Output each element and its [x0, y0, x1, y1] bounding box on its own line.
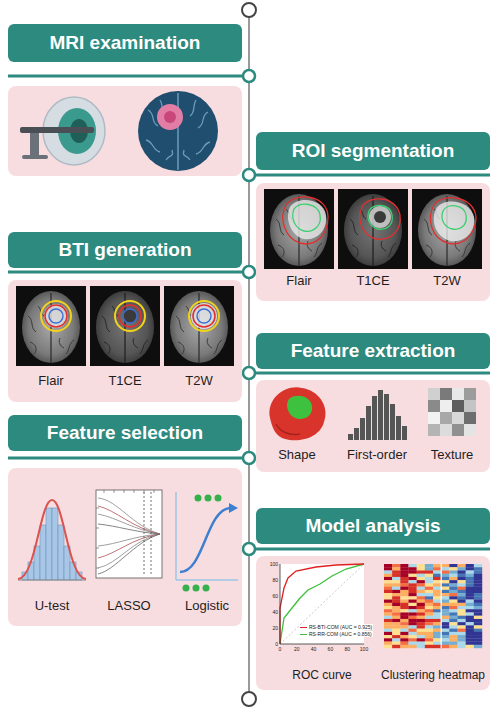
- logistic-icon: [176, 492, 238, 592]
- axis-tick: 40: [311, 646, 317, 652]
- axis-tick: 100: [360, 646, 368, 652]
- step-header: ROI segmentation: [256, 132, 490, 170]
- panel-caption: T1CE: [108, 373, 141, 388]
- timeline-start: [242, 3, 256, 17]
- axis-tick: 100: [270, 561, 278, 567]
- step-header: Feature extraction: [256, 333, 490, 369]
- axis-tick: 40: [272, 609, 278, 615]
- histogram-icon: [348, 390, 407, 440]
- axis-tick: 80: [272, 577, 278, 583]
- panel-caption: LASSO: [107, 598, 150, 613]
- step-title: Feature selection: [47, 422, 203, 444]
- panel-caption: U-test: [35, 598, 70, 613]
- step-title: Feature extraction: [291, 340, 456, 362]
- step-panel: Shape First-order Texture: [256, 380, 490, 472]
- axis-tick: 20: [294, 646, 300, 652]
- panel-caption: Shape: [278, 447, 316, 462]
- axis-tick: 80: [344, 646, 350, 652]
- step-panel: U-test LASSO Logistic: [8, 468, 242, 626]
- step-title: Model analysis: [305, 515, 440, 537]
- legend-text: RS-BTI-COM (AUC = 0.925): [308, 624, 373, 630]
- panel-caption: ROC curve: [292, 668, 351, 682]
- mri-scanner-icon: [20, 97, 105, 165]
- step-panel: Flair T1CE T2W: [8, 280, 242, 402]
- brain-icon: [138, 91, 218, 171]
- legend-line-sample: [300, 627, 307, 629]
- panel-caption: Flair: [38, 373, 63, 388]
- legend-text: RS-RR-COM (AUC = 0.856): [308, 631, 373, 637]
- timeline-end: [242, 692, 256, 706]
- step-panel: Flair T1CE T2W: [256, 183, 490, 301]
- mri-panel: [8, 86, 242, 176]
- panel-caption: Logistic: [185, 598, 229, 613]
- panel-caption: Texture: [431, 447, 474, 462]
- axis-tick: 60: [328, 646, 334, 652]
- panel-caption: T2W: [185, 373, 212, 388]
- panel-caption: First-order: [347, 447, 407, 462]
- timeline-axis: [248, 17, 250, 692]
- panel-caption: Flair: [286, 273, 311, 288]
- step-title: ROI segmentation: [292, 140, 455, 162]
- legend-line-sample: [300, 634, 307, 636]
- clustering-heatmap: [384, 564, 482, 648]
- texture-icon: [428, 388, 476, 436]
- axis-tick: 20: [272, 625, 278, 631]
- step-header: MRI examination: [8, 24, 242, 62]
- axis-tick: 60: [272, 593, 278, 599]
- timeline-markers: [243, 70, 255, 555]
- step-header: Model analysis: [256, 508, 490, 544]
- panel-caption: Clustering heatmap: [381, 668, 485, 682]
- panel-caption: T1CE: [356, 273, 389, 288]
- step-panel: ROC curve Clustering heatmap 0 20 40 60 80 100 0…: [256, 556, 490, 690]
- step-header: Feature selection: [8, 415, 242, 451]
- step-header: BTI generation: [8, 232, 242, 268]
- panel-caption: T2W: [433, 273, 460, 288]
- shape-icon: [269, 387, 325, 440]
- axis-tick: 0: [279, 646, 282, 652]
- step-title: BTI generation: [58, 239, 191, 261]
- normal-distribution-icon: [18, 500, 86, 580]
- step-title: MRI examination: [50, 32, 201, 54]
- axis-tick: 0: [275, 641, 278, 647]
- lasso-plot-icon: [96, 490, 162, 578]
